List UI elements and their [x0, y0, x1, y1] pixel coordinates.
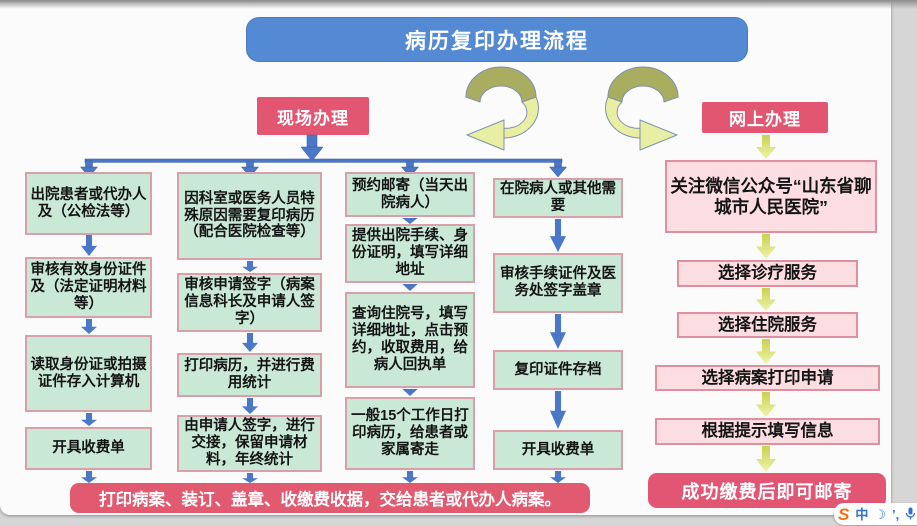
flow-step-onsite-4-1: 在院病人或其他需要	[493, 178, 623, 218]
flow-step-onsite-2-2: 审核申请签字（病案信息科长及申请人签字）	[177, 273, 322, 332]
flow-step-onsite-1-3: 读取身份证或拍摄证件存入计算机	[25, 335, 152, 412]
blue-down-arrow-icon	[242, 261, 258, 272]
flow-step-onsite-4-4: 开具收费单	[493, 430, 623, 470]
flow-step-online-3: 选择住院服务	[677, 312, 858, 338]
flow-step-onsite-3-2: 提供出院手续、身份证明，填写详细地址	[345, 224, 475, 283]
flow-step-online-5: 根据提示填写信息	[655, 418, 880, 445]
page-title: 病历复印办理流程	[246, 17, 748, 62]
flow-step-onsite-1-2: 审核有效身份证件及（法定证明材料等）	[25, 257, 152, 318]
ime-mode-chinese[interactable]: 中	[855, 506, 869, 522]
flow-step-online-4: 选择病案打印申请	[655, 365, 880, 391]
blue-down-arrow-icon	[402, 218, 418, 224]
blue-down-arrow-icon	[242, 473, 258, 483]
flow-step-onsite-3-1: 预约邮寄（当天出院病人）	[345, 172, 475, 217]
onsite-result-banner: 打印病案、装订、盖章、收缴费收据，交给患者或代办人病案。	[70, 483, 590, 513]
flow-step-online-2: 选择诊疗服务	[677, 260, 858, 287]
branch-online-header: 网上办理	[702, 102, 828, 133]
flow-step-onsite-1-1: 出院患者或代办人及（公检法等）	[25, 172, 152, 235]
blue-down-arrow-icon	[402, 389, 418, 396]
blue-down-arrow-icon	[402, 284, 418, 291]
ime-punctuation[interactable]: ’,	[892, 506, 900, 522]
flow-step-onsite-3-4: 一般15个工作日打印病历，给患者或家属寄走	[345, 397, 475, 470]
online-result-box: 成功缴费后即可邮寄	[648, 473, 886, 508]
flow-step-onsite-3-3: 查询住院号，填写详细地址，点击预约，收取费用，给病人回执单	[345, 292, 475, 388]
ime-toolbar[interactable]: S 中 ☽ ’, Ω	[834, 503, 917, 525]
sogou-logo[interactable]: S	[838, 504, 850, 524]
flow-step-onsite-2-1: 因科室或医务人员特殊原因需要复印病历（配合医院检查等）	[177, 172, 322, 260]
ime-microphone-icon[interactable]	[905, 507, 916, 522]
flow-step-online-1: 关注微信公众号“山东省聊城市人民医院”	[665, 160, 877, 233]
flow-step-onsite-4-2: 审核手续证件及医务处签字盖章	[493, 253, 623, 313]
flow-step-onsite-2-4: 由申请人签字，进行交接，保留申请材料，年终统计	[177, 415, 322, 472]
flow-step-onsite-4-3: 复印证件存档	[493, 350, 623, 390]
ime-moon-icon[interactable]: ☽	[874, 506, 887, 522]
branch-onsite-header: 现场办理	[257, 97, 369, 135]
flow-step-onsite-1-4: 开具收费单	[25, 427, 152, 470]
flow-step-onsite-2-3: 打印病历，并进行费用统计	[177, 353, 322, 397]
